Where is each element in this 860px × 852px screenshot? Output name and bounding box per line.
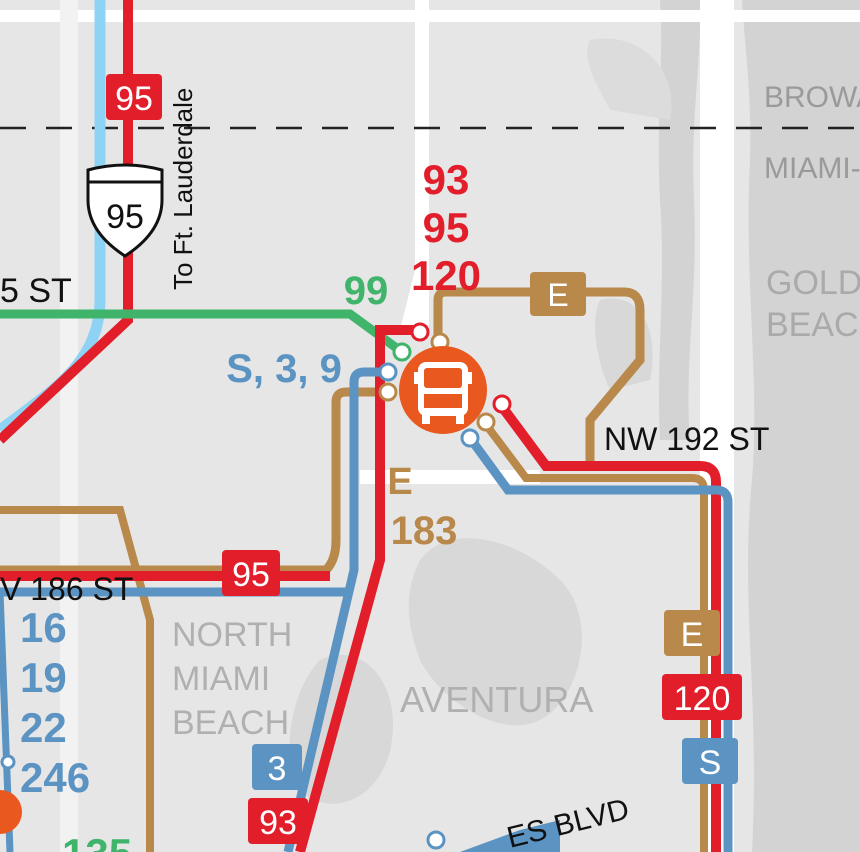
stop-marker[interactable] [0,754,16,770]
route-badge-bg [682,738,738,784]
route-badge-95[interactable]: 95 [115,80,153,118]
route-label-e[interactable]: E [387,461,412,503]
bus-terminal-icon[interactable] [399,346,487,434]
stop-marker[interactable] [426,830,446,850]
route-badge-bg [252,744,302,790]
street-label: 5 ST [0,272,72,310]
route-label-95[interactable]: 95 [423,204,470,251]
stop-marker[interactable] [460,428,480,448]
area-label-north-miami-beach: NORTH [172,616,292,654]
road [400,250,420,330]
stop-marker[interactable] [392,342,412,362]
route-badge-bg [106,74,162,120]
route-label-120[interactable]: 120 [411,252,481,299]
stop-marker[interactable] [378,382,398,402]
bus-terminal-icon-partial[interactable] [0,790,22,834]
route-line-e-183 [0,387,386,575]
route-line-blvd [460,820,560,852]
route-label-22[interactable]: 22 [20,704,67,751]
stop-marker[interactable] [410,322,430,342]
route-badge-3[interactable]: 3 [268,750,287,788]
route-label-s-3-9[interactable]: S, 3, 9 [226,347,342,391]
route-label-246[interactable]: 246 [20,754,90,801]
interstate-shield-icon: 95 [86,163,164,258]
area-label-miami-dade: MIAMI- [764,152,860,185]
area-label-north-miami-beach: MIAMI [172,660,270,698]
route-line-3 [283,367,388,852]
route-badge-e-right[interactable]: E [681,616,704,654]
lake-west [289,654,394,804]
route-badge-93[interactable]: 93 [259,804,297,842]
route-label-93[interactable]: 93 [423,156,470,203]
stop-marker[interactable] [476,412,496,432]
marina [587,38,672,120]
route-label-19[interactable]: 19 [20,654,67,701]
route-line-93 [295,325,420,852]
route-label-183[interactable]: 183 [391,509,458,553]
road [0,10,860,22]
route-line-s [466,435,733,852]
direction-label: To Ft. Lauderdale [168,88,198,290]
route-badge-s[interactable]: S [699,744,722,782]
interstate-number: 95 [106,198,144,236]
road [60,0,78,852]
route-label-partial[interactable]: 135 [62,830,132,852]
route-line-120 [495,401,721,852]
lake-aventura [408,538,582,726]
route-line-brown-west [0,506,154,852]
area-label-north-miami-beach: BEACH [172,704,289,742]
route-badge-bg [222,550,280,596]
route-badge-bg [530,272,586,316]
road [415,0,429,330]
area-label-golden-beach: BEACH [766,306,860,344]
route-badge-bg [662,674,742,720]
street-label-nw-192: NW 192 ST [604,421,769,457]
ocean-area [742,0,860,852]
area-label-golden-beach: GOLDE [766,264,860,302]
route-badge-bg [248,798,308,844]
street-label-nw-186: V 186 ST [0,571,133,607]
route-badge-bg [664,610,720,656]
route-label-16[interactable]: 16 [20,604,67,651]
route-label-99[interactable]: 99 [344,269,389,313]
route-badge-95-186[interactable]: 95 [232,556,270,594]
area-label-aventura: AVENTURA [400,679,593,720]
stop-marker[interactable] [378,362,398,382]
stop-marker[interactable] [492,394,512,414]
route-badge-120[interactable]: 120 [674,680,731,718]
route-badge-e[interactable]: E [547,277,568,313]
route-line-e-loop [433,287,645,470]
area-label-broward: BROWA [764,81,860,114]
